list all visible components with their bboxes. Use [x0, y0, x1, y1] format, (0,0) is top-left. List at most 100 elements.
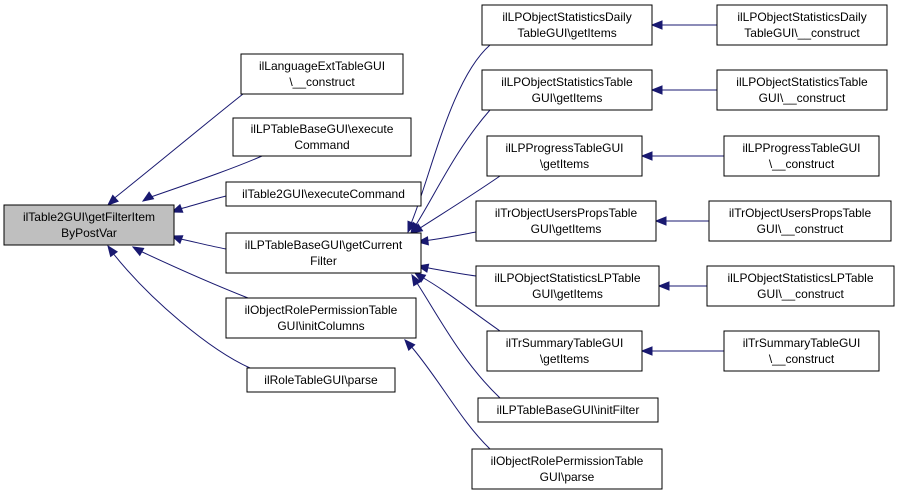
node-box	[723, 330, 880, 372]
call-edge	[413, 272, 501, 332]
edge-arrowhead	[657, 281, 670, 291]
node-label-line: \getItems	[540, 157, 589, 171]
call-edge	[411, 273, 501, 399]
node-label-line: ilObjectRolePermissionTable	[245, 303, 398, 317]
node-box	[477, 397, 659, 423]
node-label-line: GUI\__construct	[757, 287, 844, 301]
edge-line	[175, 237, 227, 250]
call-edge	[654, 216, 709, 226]
node-label-line: ByPostVar	[61, 226, 117, 240]
node-box	[225, 297, 417, 339]
node-box	[706, 265, 895, 307]
edge-line	[414, 279, 501, 399]
node-label-line: ilRoleTableGUI\parse	[264, 373, 378, 387]
node-prog-getitems[interactable]: ilLPProgressTableGUI \getItems	[486, 135, 643, 177]
edge-arrowhead	[107, 244, 119, 258]
call-edge	[650, 85, 717, 95]
node-box	[246, 367, 396, 393]
call-edge	[416, 231, 477, 246]
edge-arrowhead	[640, 346, 653, 356]
edge-arrowhead	[170, 203, 184, 213]
node-lang-construct[interactable]: ilLanguageExtTableGUI\__construct	[240, 53, 404, 95]
node-label-line: ilTrObjectUsersPropsTable	[729, 206, 872, 220]
node-label-line: \getItems	[540, 352, 589, 366]
node-label-line: GUI\getItems	[532, 287, 603, 301]
node-label-line: ilLPObjectStatisticsLPTable	[494, 271, 640, 285]
node-orp-initcolumns[interactable]: ilObjectRolePermissionTableGUI\initColum…	[225, 297, 417, 339]
node-label-line: ilObjectRolePermissionTable	[491, 454, 644, 468]
call-edge	[141, 155, 263, 202]
edges-layer	[106, 20, 725, 450]
edge-line	[422, 266, 477, 277]
node-label-line: TableGUI\getItems	[517, 26, 616, 40]
edge-arrowhead	[413, 272, 427, 283]
edge-line	[413, 109, 491, 229]
node-label-line: ilLPTableBaseGUI\initFilter	[497, 403, 640, 417]
node-box	[3, 204, 175, 246]
call-edge	[657, 281, 708, 291]
edge-arrowhead	[640, 151, 653, 161]
node-box	[481, 69, 653, 111]
node-osd-construct[interactable]: ilLPObjectStatisticsDailyTableGUI\__cons…	[716, 4, 888, 46]
node-role-parse[interactable]: ilRoleTableGUI\parse	[246, 367, 396, 393]
edge-line	[409, 344, 491, 450]
node-label-line: ilTrSummaryTableGUI	[506, 336, 624, 350]
node-label-line: ilTable2GUI\getFilterItem	[23, 210, 155, 224]
node-label-line: GUI\__construct	[759, 91, 846, 105]
node-oslp-construct[interactable]: ilLPObjectStatisticsLPTableGUI\__constru…	[706, 265, 895, 307]
node-box	[723, 135, 880, 177]
node-box	[225, 232, 422, 274]
node-lptb-execute[interactable]: ilLPTableBaseGUI\executeCommand	[232, 117, 412, 157]
node-trsum-construct[interactable]: ilTrSummaryTableGUI\__construct	[723, 330, 880, 372]
node-label-line: ilLPObjectStatisticsTable	[736, 75, 868, 89]
edge-line	[422, 231, 477, 242]
node-label-line: ilLPProgressTableGUI	[505, 141, 623, 155]
node-box	[486, 330, 643, 372]
edge-arrowhead	[416, 236, 429, 246]
node-label-line: ilLPObjectStatisticsDaily	[502, 10, 631, 24]
edge-line	[111, 251, 251, 369]
edge-arrowhead	[131, 246, 145, 257]
node-box	[475, 265, 660, 307]
call-edge	[170, 195, 227, 213]
node-osd-getitems[interactable]: ilLPObjectStatisticsDailyTableGUI\getIte…	[481, 4, 653, 46]
node-label-line: ilLPTableBaseGUI\execute	[251, 122, 394, 136]
edge-arrowhead	[411, 273, 422, 287]
node-label-line: GUI\getItems	[532, 91, 603, 105]
node-label-line: ilLanguageExtTableGUI	[259, 59, 385, 73]
edge-arrowhead	[410, 223, 424, 234]
node-lptb-initfilter[interactable]: ilLPTableBaseGUI\initFilter	[477, 397, 659, 423]
node-trsum-getitems[interactable]: ilTrSummaryTableGUI \getItems	[486, 330, 643, 372]
node-box	[232, 117, 412, 157]
node-t2-execute[interactable]: ilTable2GUI\executeCommand	[225, 181, 422, 207]
edge-arrowhead	[106, 194, 119, 206]
node-label-line: GUI\initColumns	[277, 319, 364, 333]
node-label-line: ilLPObjectStatisticsDaily	[737, 10, 866, 24]
call-edge	[416, 263, 477, 277]
node-box	[708, 200, 892, 242]
call-edge	[640, 346, 725, 356]
call-edge	[650, 20, 717, 30]
call-edge	[170, 235, 227, 250]
node-box	[716, 69, 888, 111]
node-label-line: TableGUI\__construct	[744, 26, 860, 40]
edge-arrowhead	[141, 191, 155, 202]
node-box	[716, 4, 888, 46]
node-label-line: GUI\__construct	[757, 222, 844, 236]
node-label-line: ilLPObjectStatisticsLPTable	[727, 271, 873, 285]
node-box	[471, 448, 663, 490]
edge-line	[419, 275, 501, 332]
call-edge	[107, 244, 251, 369]
node-prog-construct[interactable]: ilLPProgressTableGUI\__construct	[723, 135, 880, 177]
edge-arrowhead	[650, 85, 663, 95]
edge-line	[416, 175, 501, 231]
